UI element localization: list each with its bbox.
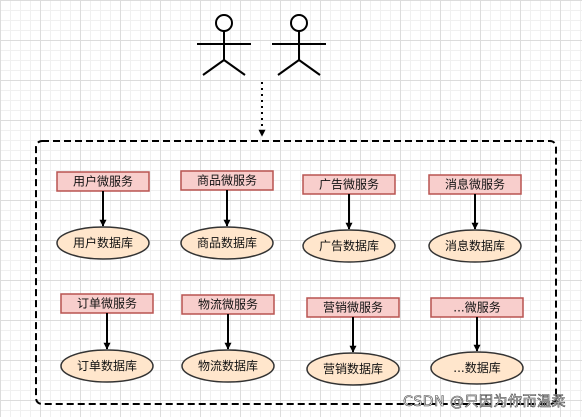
database-node	[56, 226, 150, 260]
user-actor-1	[197, 14, 251, 76]
watermark: CSDN @只因为你而温柔	[403, 394, 566, 411]
database-node	[428, 229, 522, 263]
database-label: 用户数据库	[73, 235, 133, 250]
database-label: 物流数据库	[198, 358, 258, 373]
database-label: 营销数据库	[323, 361, 383, 376]
database-label: 订单数据库	[77, 358, 137, 373]
service-label: 消息微服务	[445, 177, 505, 192]
service-label: ...微服务	[453, 300, 500, 315]
system-boundary	[35, 140, 557, 405]
database-node	[180, 226, 274, 260]
service-label: 广告微服务	[319, 177, 379, 192]
database-node	[302, 229, 396, 263]
service-label: 用户微服务	[73, 174, 133, 189]
service-label: 物流微服务	[198, 297, 258, 312]
database-label: ...数据库	[453, 360, 500, 375]
database-label: 消息数据库	[445, 238, 505, 253]
database-label: 商品数据库	[197, 235, 257, 250]
service-pair: ...微服务 ...数据库	[430, 297, 524, 385]
user-actor-2	[272, 14, 326, 76]
service-grid: 用户微服务用户数据库商品微服务商品数据库广告微服务广告数据库消息微服务消息数据库…	[56, 170, 524, 386]
database-node	[430, 351, 524, 385]
database-node	[60, 349, 154, 383]
service-label: 订单微服务	[77, 296, 137, 311]
database-node	[181, 349, 275, 383]
database-node	[306, 352, 400, 386]
service-label: 商品微服务	[197, 173, 257, 188]
service-label: 营销微服务	[323, 300, 383, 315]
database-label: 广告数据库	[319, 238, 379, 253]
